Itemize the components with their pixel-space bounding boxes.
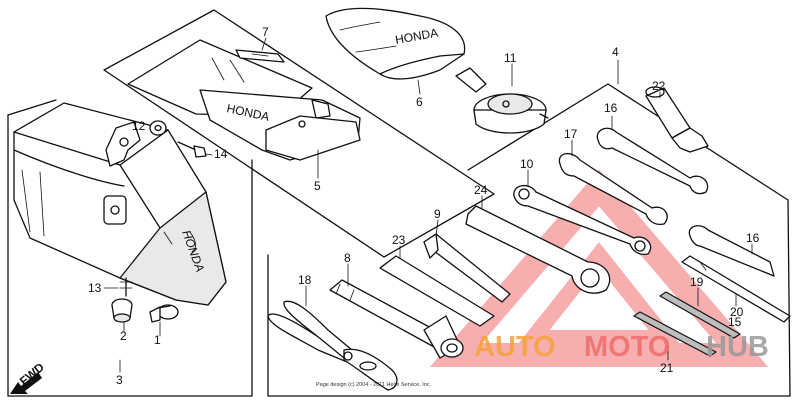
screwdriver-20 — [681, 255, 791, 323]
leader-9 — [435, 219, 439, 237]
leader-6 — [417, 79, 421, 95]
screw-13 — [119, 277, 133, 297]
wrench-16b — [688, 225, 775, 277]
callout-5: 5 — [314, 179, 321, 193]
callout-3: 3 — [116, 373, 123, 387]
watermark-logo — [429, 169, 769, 367]
box-wrench-10 — [513, 185, 652, 256]
tools-panel-outline — [467, 83, 789, 201]
wrench-17 — [558, 153, 668, 226]
bag-panel-outline — [7, 114, 253, 397]
fwd-arrow — [10, 372, 42, 394]
bar-23 — [379, 255, 495, 327]
callout-12: 12 — [132, 119, 146, 133]
bag-panel-top-edge — [7, 99, 57, 116]
kit-panel-outline — [103, 9, 495, 258]
callout-14: 14 — [214, 147, 228, 161]
callout-19: 19 — [690, 275, 704, 289]
callout-labels: 1 2 3 4 5 6 7 8 9 10 11 12 13 14 15 16 1… — [88, 25, 760, 387]
callout-6: 6 — [416, 95, 423, 109]
socket-wrench-8 — [329, 279, 464, 359]
screwdriver-21 — [633, 311, 717, 357]
cover-6 — [325, 7, 466, 80]
callout-17: 17 — [564, 127, 578, 141]
leader-7 — [261, 37, 267, 51]
tool-pouch-5 — [127, 39, 361, 161]
copyright-text: Page design (c) 2004 - 2011 Helm Service… — [316, 382, 432, 388]
callout-15: 15 — [728, 315, 742, 329]
grommet-2 — [111, 298, 133, 323]
watermark-hub: HUB — [706, 331, 769, 363]
callout-9: 9 — [434, 207, 441, 221]
callout-18: 18 — [298, 273, 312, 287]
tool-bag — [13, 102, 227, 306]
callout-11: 11 — [504, 51, 517, 65]
tools-panel-bottom — [267, 254, 791, 397]
callout-22: 22 — [652, 79, 666, 93]
screwdriver-19 — [659, 291, 741, 339]
watermark-auto: AUTO — [474, 331, 556, 363]
wrench-16a — [596, 127, 709, 195]
collar-1 — [149, 304, 179, 323]
callout-24: 24 — [474, 183, 488, 197]
callout-20: 20 — [730, 305, 744, 319]
pliers-18 — [267, 300, 398, 391]
callout-21: 21 — [660, 361, 674, 375]
callout-23: 23 — [392, 233, 406, 247]
hex-key-9 — [423, 233, 511, 303]
watermark-moto: MOTO — [584, 331, 670, 363]
washer-12 — [149, 120, 167, 136]
bolt-14 — [177, 141, 213, 158]
callout-4: 4 — [612, 45, 619, 59]
callout-16-right: 16 — [746, 231, 760, 245]
spanner-24 — [465, 205, 611, 294]
callout-1: 1 — [154, 333, 161, 347]
callout-10: 10 — [520, 157, 534, 171]
callout-8: 8 — [344, 251, 351, 265]
hex-bit-22 — [645, 86, 709, 153]
callout-2: 2 — [120, 329, 127, 343]
watermark-text: AUTO MOTO HUB — [474, 331, 769, 363]
label-7 — [235, 49, 285, 63]
callout-7: 7 — [262, 25, 269, 39]
cap-11 — [455, 67, 549, 134]
callout-13: 13 — [88, 281, 102, 295]
callout-16-top: 16 — [604, 101, 618, 115]
tools-panel-right-edge — [787, 199, 791, 397]
